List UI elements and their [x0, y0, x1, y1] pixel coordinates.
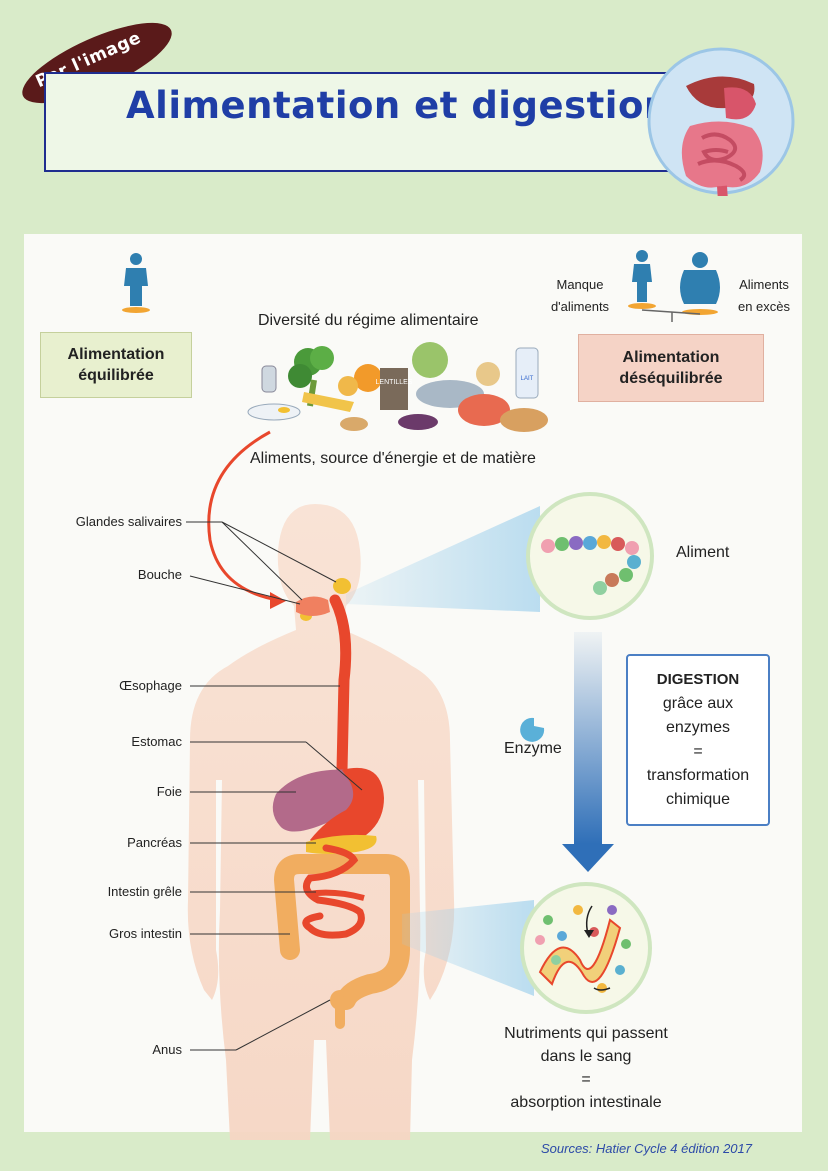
foods-caption: Aliments, source d'énergie et de matière [250, 450, 536, 467]
nutrient-particles [535, 905, 631, 993]
balanced-line-1: Alimentation [67, 346, 165, 363]
mouth-shape [296, 596, 330, 616]
salivary-gland-1 [333, 578, 351, 594]
label-anus: Anus [152, 1042, 182, 1057]
food-zoom-cone [346, 506, 540, 612]
nutrients-line-3: = [581, 1071, 591, 1088]
unbalanced-diet-box: Alimentation déséquilibrée [578, 334, 764, 402]
balanced-diet-box: Alimentation équilibrée [40, 332, 192, 398]
digestion-box: DIGESTION grâce aux enzymes = transforma… [626, 654, 770, 826]
label-salivary-glands: Glandes salivaires [75, 514, 182, 529]
diversity-caption: Diversité du régime alimentaire [258, 312, 479, 329]
lack-line-2: d'aliments [550, 299, 610, 314]
header-organs-icon [647, 47, 795, 196]
liver [272, 769, 367, 832]
intestine-zoom-circle [520, 882, 652, 1014]
label-small-intestine: Intestin grêle [107, 884, 182, 899]
lack-line-1: Manque [556, 277, 604, 292]
label-esophagus: Œsophage [119, 678, 182, 693]
excess-line-1: Aliments [739, 277, 789, 292]
balanced-person-icon [122, 253, 150, 313]
label-large-intestine: Gros intestin [109, 926, 182, 941]
digestion-arrow-head [562, 844, 614, 872]
food-label: Aliment [676, 544, 730, 561]
digestion-line-5: transformation [646, 767, 750, 784]
digestion-line-4: = [693, 743, 703, 760]
page-title: Alimentation et digestion [126, 84, 671, 127]
food-to-mouth-arrow [207, 430, 286, 609]
food-molecule-chain [541, 535, 641, 595]
digestion-title: DIGESTION [656, 671, 740, 688]
unbalanced-line-2: déséquilibrée [619, 370, 723, 387]
large-intestine [274, 854, 410, 1010]
foods-illustration: LENTILLES LAIT [247, 342, 548, 432]
label-pancreas: Pancréas [127, 835, 182, 850]
small-intestine [302, 844, 365, 939]
title-box [44, 72, 684, 172]
body-diagram [187, 504, 455, 1140]
nutrients-line-4: absorption intestinale [510, 1094, 662, 1111]
lentils-label: LENTILLES [376, 379, 413, 386]
intestine-zoom-cone [402, 900, 534, 996]
label-stomach: Estomac [131, 734, 182, 749]
milk-label: LAIT [521, 376, 534, 382]
unbalanced-line-1: Alimentation [622, 349, 720, 366]
scale-people-icon [628, 250, 720, 322]
nutrients-line-1: Nutriments qui passent [504, 1025, 668, 1042]
enzyme-label: Enzyme [504, 740, 562, 757]
food-zoom-circle [526, 492, 654, 620]
nutrients-caption: Nutriments qui passent dans le sang = ab… [472, 1022, 700, 1114]
digestion-arrow-shaft [574, 632, 602, 844]
digestion-line-3: enzymes [665, 719, 731, 736]
intestine-villus [538, 918, 622, 986]
label-mouth: Bouche [137, 567, 182, 582]
esophagus [329, 594, 352, 776]
lack-label: Manque d'aliments [540, 274, 620, 318]
nutrients-line-2: dans le sang [540, 1048, 632, 1065]
label-liver: Foie [156, 784, 182, 799]
stomach [310, 767, 384, 848]
excess-line-2: en excès [737, 299, 791, 314]
digestion-line-6: chimique [665, 791, 731, 808]
balanced-line-2: équilibrée [78, 367, 154, 384]
enzyme-icon [520, 717, 545, 742]
digestion-line-2: grâce aux [662, 695, 734, 712]
sources-credit: Sources: Hatier Cycle 4 édition 2017 [540, 1141, 752, 1156]
excess-label: Aliments en excès [728, 274, 800, 318]
